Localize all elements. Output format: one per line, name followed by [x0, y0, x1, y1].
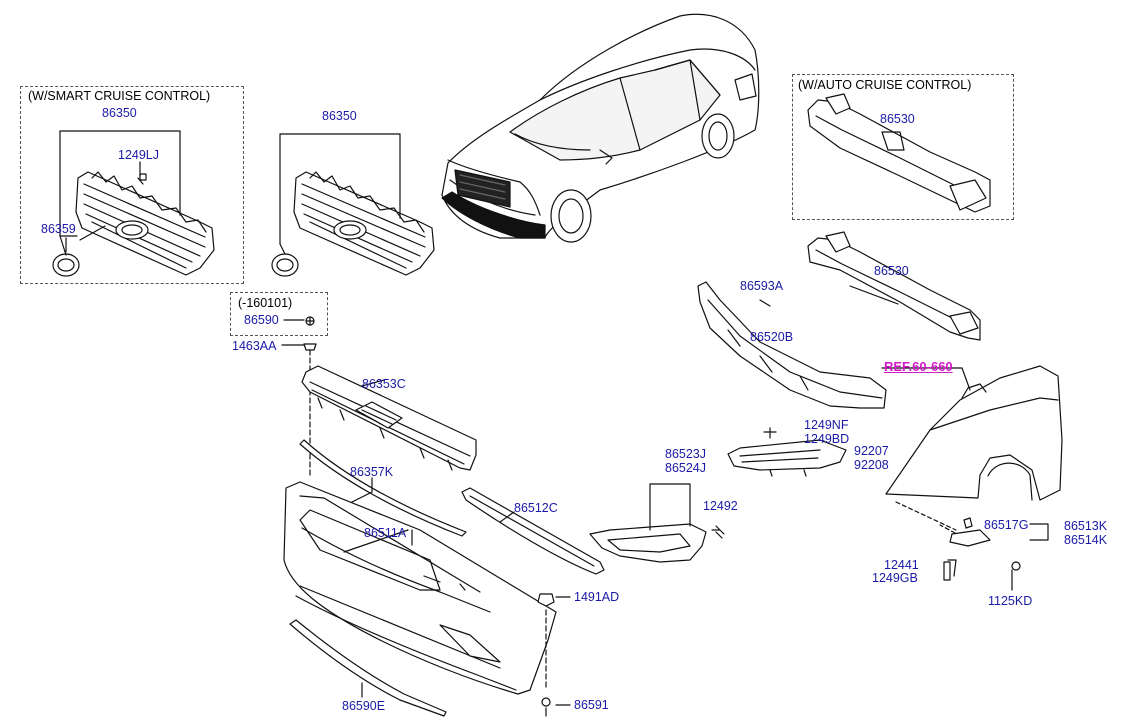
fog-lamp-bezel [589, 483, 725, 563]
bumper-fasteners-lower [537, 593, 571, 717]
part-label-86524j[interactable]: 86524J [665, 461, 707, 475]
front-bumper-cover [283, 481, 557, 695]
part-label-86593a[interactable]: 86593A [740, 279, 784, 293]
daytime-running-lamp [727, 427, 847, 477]
fender-fasteners [947, 517, 1049, 591]
radiator-grille-smart-cruise [52, 130, 215, 277]
part-label-1249gb[interactable]: 1249GB [872, 571, 918, 585]
bumper-strip [299, 439, 467, 537]
part-label-86359[interactable]: 86359 [41, 222, 76, 236]
part-label-86590e[interactable]: 86590E [342, 699, 386, 713]
part-label-86353c[interactable]: 86353C [362, 377, 406, 391]
part-label-12441[interactable]: 12441 [884, 558, 919, 572]
part-label-86513k[interactable]: 86513K [1064, 519, 1108, 533]
bumper-beam-auto-cruise [807, 93, 991, 213]
part-label-92208[interactable]: 92208 [854, 458, 889, 472]
part-label-86520b[interactable]: 86520B [750, 330, 794, 344]
part-label-86517g[interactable]: 86517G [984, 518, 1029, 532]
part-label-86511a[interactable]: 86511A [364, 526, 407, 540]
auto-cruise-caption: (W/AUTO CRUISE CONTROL) [798, 78, 972, 92]
part-label-1249lj[interactable]: 1249LJ [118, 148, 160, 162]
smart-cruise-caption: (W/SMART CRUISE CONTROL) [28, 89, 211, 103]
part-label-86530[interactable]: 86530 [874, 264, 909, 278]
radiator-grille [271, 133, 435, 277]
part-label-1491ad[interactable]: 1491AD [574, 590, 620, 604]
date-range-caption: (-160101) [238, 296, 293, 310]
part-label-1463aa[interactable]: 1463AA [232, 339, 277, 353]
bumper-beam [807, 231, 981, 341]
part-label-1249bd[interactable]: 1249BD [804, 432, 850, 446]
part-label-86591[interactable]: 86591 [574, 698, 609, 712]
front-fender [881, 365, 1063, 534]
part-label-86530-auto[interactable]: 86530 [880, 112, 915, 126]
ref-link-fender[interactable]: REF.60-660 [884, 359, 953, 374]
part-label-86357k[interactable]: 86357K [350, 465, 394, 479]
part-label-1125kd[interactable]: 1125KD [988, 594, 1033, 608]
part-label-92207[interactable]: 92207 [854, 444, 889, 458]
date-range-box [230, 292, 328, 336]
bumper-lower-lip [289, 619, 447, 717]
part-label-86523j[interactable]: 86523J [665, 447, 707, 461]
car-illustration [441, 13, 760, 243]
part-label-86512c[interactable]: 86512C [514, 501, 558, 515]
part-label-86350-smart[interactable]: 86350 [102, 106, 137, 120]
auto-cruise-box [792, 74, 1014, 220]
part-label-12492[interactable]: 12492 [703, 499, 738, 513]
energy-absorber [697, 281, 887, 409]
part-label-86514k[interactable]: 86514K [1064, 533, 1108, 547]
part-label-86350[interactable]: 86350 [322, 109, 357, 123]
fasteners-upper [281, 316, 317, 479]
smart-cruise-box [20, 86, 244, 284]
part-label-86590[interactable]: 86590 [244, 313, 279, 327]
part-label-1249nf[interactable]: 1249NF [804, 418, 849, 432]
bumper-cover-upper [301, 365, 477, 471]
